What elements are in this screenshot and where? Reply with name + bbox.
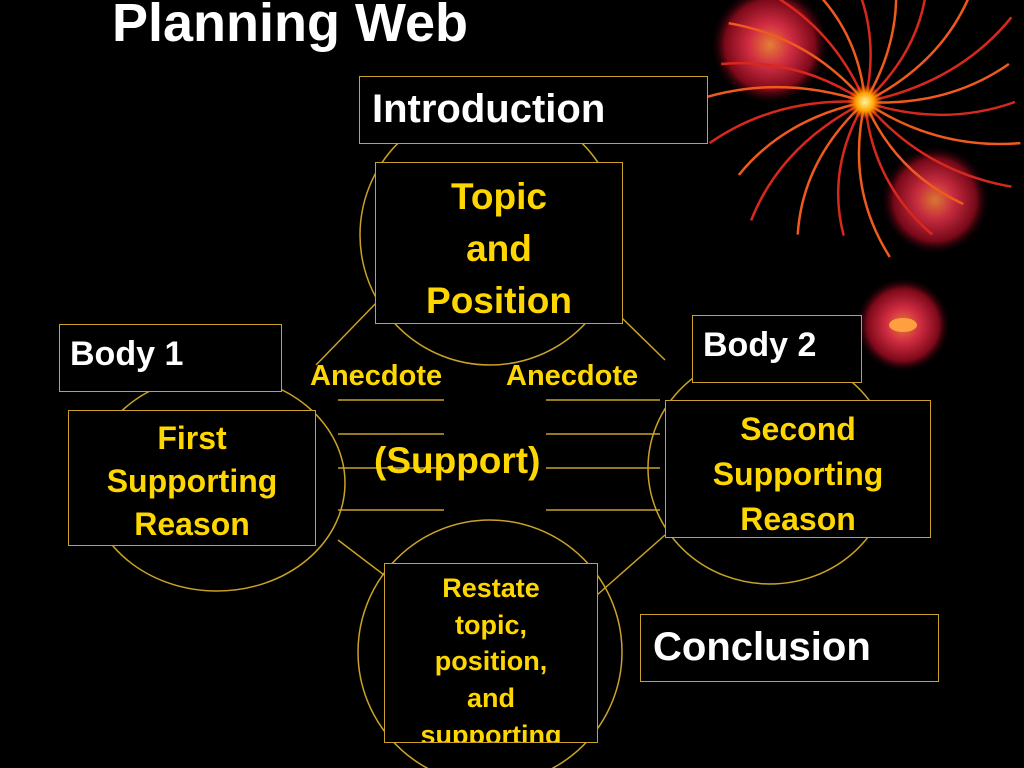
topic-position-node: Topic and Position (375, 162, 623, 324)
firework-ray (860, 0, 872, 103)
firework-ray (796, 101, 866, 235)
firework-ray (863, 0, 898, 103)
restate-line-3: position, (434, 646, 548, 677)
restate-node: Restate topic, position, and supporting (384, 563, 598, 743)
firework-ray (864, 101, 1012, 188)
second-reason-node: Second Supporting Reason (665, 400, 931, 538)
slide-title: Planning Web (112, 0, 469, 53)
firework-ray (690, 85, 866, 104)
firework-ray (864, 100, 1021, 146)
topic-line-3: Position (426, 279, 572, 321)
firework-ray (864, 16, 1013, 104)
topic-line-1: Topic (451, 176, 547, 217)
firework-ray (864, 0, 969, 104)
second-line-1: Second (740, 411, 856, 447)
firework-ray (864, 62, 1010, 104)
first-line-3: Reason (134, 506, 250, 543)
body1-label: Body 1 (59, 324, 282, 392)
anecdote-right: Anecdote (506, 360, 639, 392)
web-lines (315, 299, 666, 596)
conclusion-label: Conclusion (640, 614, 939, 682)
first-reason-node: First Supporting Reason (68, 410, 316, 546)
firework-ray (720, 61, 866, 104)
restate-line-1: Restate (442, 573, 540, 603)
anecdote-left: Anecdote (310, 360, 443, 392)
introduction-label: Introduction (359, 76, 708, 144)
firework-ray (737, 100, 866, 176)
firework-ray (863, 101, 934, 236)
firework-ray (857, 101, 891, 258)
second-line-3: Reason (740, 500, 856, 537)
firework-ray (778, 0, 867, 103)
body2-label: Body 2 (692, 315, 862, 383)
restate-line-4: and (466, 683, 515, 714)
topic-line-2: and (466, 227, 532, 269)
first-line-2: Supporting (106, 463, 278, 500)
firework-icon (690, 0, 1021, 258)
glow-orb-icon (855, 277, 951, 373)
firework-ray (708, 100, 866, 145)
restate-line-5: supporting (420, 719, 562, 743)
second-line-2: Supporting (712, 455, 884, 492)
firework-ray (864, 100, 1016, 117)
restate-circle (357, 519, 623, 768)
first-line-1: First (157, 420, 227, 456)
support-label: (Support) (374, 440, 541, 481)
firework-ray (728, 21, 866, 103)
restate-line-2: topic, (455, 609, 527, 640)
firework-ray (749, 100, 866, 221)
